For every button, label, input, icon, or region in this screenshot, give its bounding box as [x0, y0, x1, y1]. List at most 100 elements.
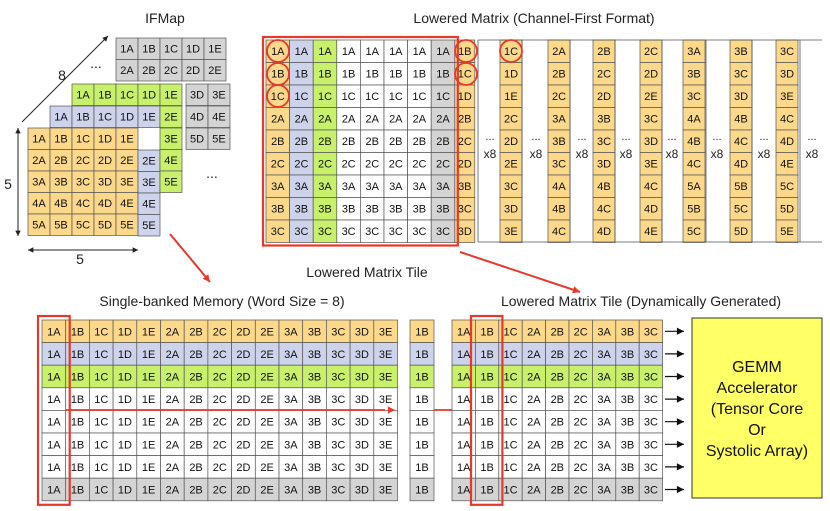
lowered-column-cell-label: 4B [687, 136, 700, 148]
ifmap-channel-dim [21, 35, 109, 123]
memory-cell-label: 1B [71, 371, 84, 383]
dynamic-tile-cell-label: 3A [597, 394, 611, 406]
memory-cell-label: 1D [118, 462, 132, 474]
lowered-column-cell-label: 4D [780, 136, 794, 148]
lowered-column-cell-label: 3D [780, 69, 794, 81]
lowered-column-cell-label: 3D [597, 159, 611, 171]
lowered-matrix-cell-label: 1A [342, 46, 356, 58]
memory-cell-label: 1B [71, 484, 84, 496]
memory-cell-label: 1E [142, 484, 155, 496]
gemm-label-line: Accelerator [717, 380, 799, 397]
ifmap-blue-cell [137, 214, 161, 237]
lowered-column-cell-label: 3C [597, 136, 611, 148]
dynamic-tile-cell-label: 1A [457, 394, 471, 406]
ifmap-orange-cell-label: 3E [120, 177, 133, 189]
ifmap-orange-cell-label: 2C [76, 155, 90, 167]
lowered-matrix-cell-label: 1A [295, 46, 309, 58]
ifmap-green-cell-label: 2E [164, 112, 177, 124]
memory-cell-label: 1B [71, 326, 84, 338]
lowered-column-cell-label: 5D [734, 226, 748, 238]
gemm-label-line: Or [748, 422, 766, 439]
dynamic-tile-cell-label: 1B [480, 349, 493, 361]
lowered-matrix-cell-label: 3C [318, 226, 332, 238]
ifmap-orange-cell-label: 4D [98, 198, 112, 210]
memory-cell-label: 2B [189, 394, 202, 406]
memory-cell-label: 3D [355, 371, 369, 383]
lowered-column-cell-label: 4C [597, 204, 611, 216]
lowered-column-cell-label: 4D [734, 159, 748, 171]
lowered-matrix-cell-label: 2B [365, 136, 378, 148]
lowered-highlight-circle [266, 84, 290, 108]
ifmap-orange-cell-label: 1E [120, 134, 133, 146]
dynamic-to-gemm-arrow-head [676, 463, 684, 471]
ifmap-orange-cell-label: 1C [76, 134, 90, 146]
lowered-matrix-cell-label: 2A [342, 114, 356, 126]
memory-cell-label: 1B [71, 394, 84, 406]
dynamic-to-gemm-arrow-head [676, 485, 684, 494]
memory-cell-label: 2E [260, 417, 273, 429]
dynamic-tile-cell-label: 3B [621, 371, 634, 383]
memory-cell-label: 1A [47, 349, 61, 361]
lowered-column-cell-label: 5B [734, 181, 747, 193]
ifmap-width-dim-head-right [132, 247, 138, 253]
dynamic-tile-cell-label: 3C [644, 326, 658, 338]
lowered-column-cell-label: 3E [504, 226, 517, 238]
memory-extracted-cell-label: 1B [415, 439, 428, 451]
lowered-ellipsis: ... [531, 131, 540, 143]
memory-cell-label: 3C [331, 417, 345, 429]
ifmap-orange-cell-label: 5A [32, 220, 46, 232]
lowered-matrix-cell-label: 1A [413, 46, 427, 58]
lowered-next-cell-label: 1B [458, 46, 471, 58]
lowered-matrix-cell-label: 2B [436, 136, 449, 148]
lowered-column-cell-label: 2C [597, 69, 611, 81]
memory-cell-label: 2B [189, 371, 202, 383]
lowered-column-cell-label: 4C [780, 114, 794, 126]
lowered-matrix-cell-label: 2C [389, 159, 403, 171]
memory-cell-label: 3E [379, 484, 392, 496]
memory-extracted-cell-label: 1B [415, 326, 428, 338]
dynamic-tile-cell-label: 3C [644, 371, 658, 383]
memory-cell-label: 2D [236, 484, 250, 496]
lowered-repeat-label: x8 [711, 147, 724, 161]
ifmap-green-cell-label: 1B [98, 90, 111, 102]
dynamic-tile-cell-label: 1C [503, 439, 517, 451]
ifmap-gray-cell-label: 2C [164, 65, 178, 77]
lowered-highlight-circle [499, 39, 523, 63]
ifmap-gray-cell-label: 2A [120, 65, 134, 77]
memory-cell-label: 3E [379, 462, 392, 474]
ifmap-orange-cell-label: 3B [54, 177, 67, 189]
memory-cell-label: 2D [236, 394, 250, 406]
ifmap-gray-cell [207, 83, 231, 106]
dynamic-tile-cell-label: 1B [480, 439, 493, 451]
lowered-column-cell-label: 2C [644, 46, 658, 58]
ifmap-green-cell-label: 1E [164, 90, 177, 102]
ifmap-green-cell [159, 83, 183, 106]
memory-cell-label: 3D [355, 439, 369, 451]
lowered-highlight-circle [266, 39, 290, 63]
lowered-column-cell-label: 1D [504, 69, 518, 81]
lowered-matrix-cell-label: 2A [365, 114, 379, 126]
memory-cell-label: 2C [213, 439, 227, 451]
lowered-column-cell-label: 2D [597, 91, 611, 103]
lowered-column-cell-label: 5E [780, 226, 793, 238]
ifmap-gray-cell-label: 1E [208, 44, 221, 56]
memory-cell-label: 3B [308, 462, 321, 474]
lowered-column-cell-label: 4C [552, 226, 566, 238]
dynamic-tile-cell-label: 3B [621, 417, 634, 429]
dynamic-tile-cell-label: 2C [574, 462, 588, 474]
lowered-column-cell-label: 3C [644, 114, 658, 126]
lowered-column-cell-label: 4A [687, 114, 701, 126]
memory-cell-label: 1D [118, 484, 132, 496]
dynamic-tile-cell-label: 1A [457, 439, 471, 451]
memory-extracted-cell-label: 1B [415, 462, 428, 474]
lowered-matrix-cell-label: 1B [413, 69, 426, 81]
dynamic-tile-title: Lowered Matrix Tile (Dynamically Generat… [501, 293, 781, 309]
lowered-column-cell-label: 2C [504, 114, 518, 126]
lowered-matrix-cell-label: 1A [389, 46, 403, 58]
ifmap-height-dim-head-top [15, 128, 21, 134]
dynamic-tile-cell-label: 3C [644, 394, 658, 406]
dynamic-tile-cell-label: 1A [457, 349, 471, 361]
lowered-matrix-cell-label: 2A [318, 114, 332, 126]
arrow-ifmap-to-memory-head [202, 274, 210, 282]
memory-extracted-cell-label: 1B [415, 394, 428, 406]
